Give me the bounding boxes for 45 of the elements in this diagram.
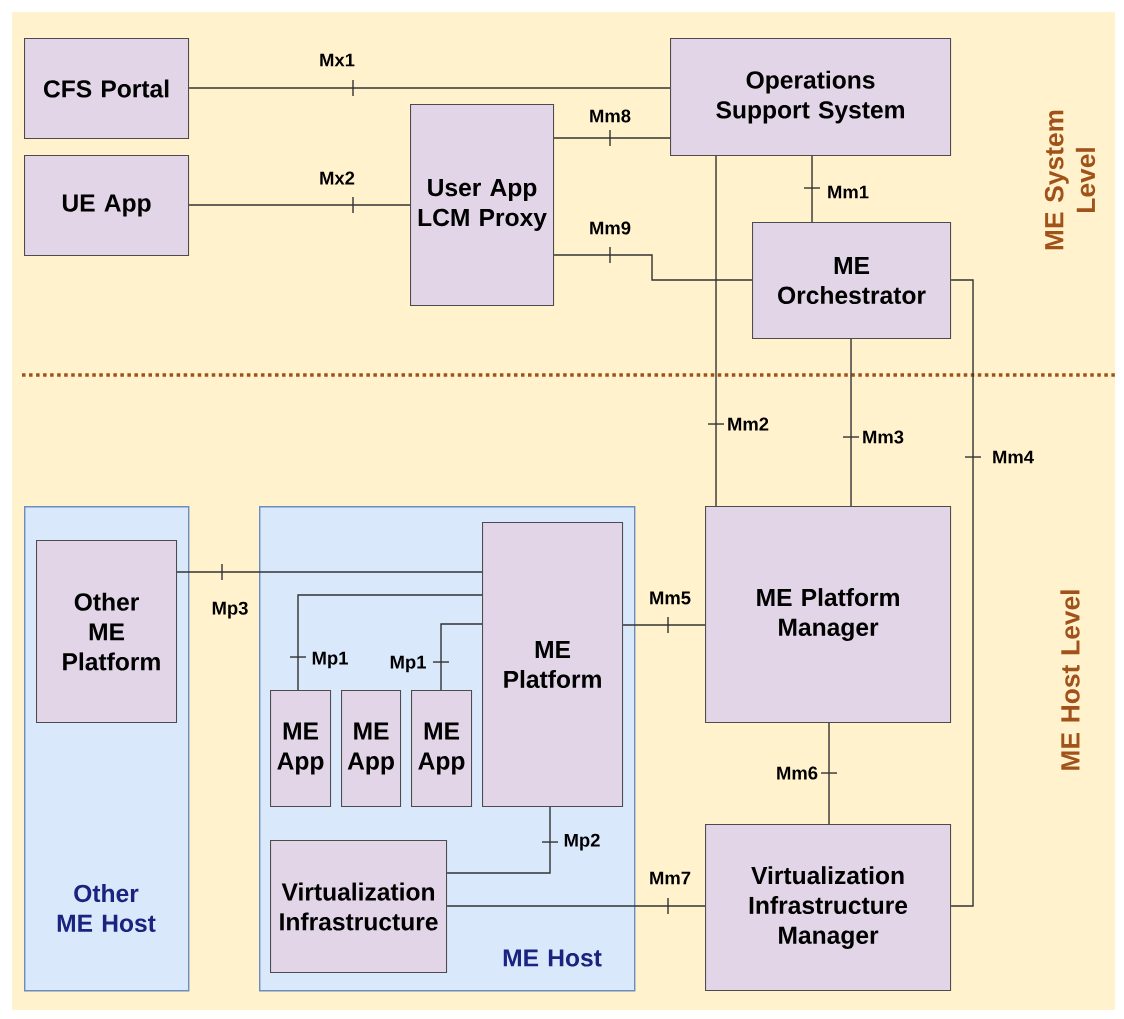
component-box: ME App xyxy=(411,690,473,808)
interface-label: Mm9 xyxy=(590,221,631,235)
component-box: ME Platform Manager xyxy=(705,506,952,724)
connector-line xyxy=(842,338,860,507)
connector-line xyxy=(289,594,483,691)
interface-label: Mp3 xyxy=(212,601,248,619)
connector-line xyxy=(432,623,483,691)
connector-line xyxy=(553,246,753,281)
level-label: ME System Level xyxy=(1044,110,1096,250)
component-box: Virtualization Infrastructure xyxy=(270,840,448,974)
component-box: ME App xyxy=(270,690,332,808)
connector-line xyxy=(176,563,483,581)
interface-label: Mp2 xyxy=(564,833,600,851)
connector-line xyxy=(188,79,671,97)
component-box: UE App xyxy=(24,155,190,257)
connector-line xyxy=(820,722,838,825)
connector-line xyxy=(622,616,706,634)
component-box: Other ME Platform xyxy=(36,540,178,724)
interface-label: Mm6 xyxy=(777,766,818,780)
connector-line xyxy=(446,806,559,874)
interface-label: Mp1 xyxy=(312,651,348,669)
interface-label: Mp1 xyxy=(390,655,426,673)
interface-label: Mm7 xyxy=(650,871,691,885)
connector-line xyxy=(553,129,671,147)
interface-label: Mx1 xyxy=(320,53,355,67)
connector-line xyxy=(803,155,821,223)
connector-line xyxy=(707,155,725,507)
component-box: Virtualization Infrastructure Manager xyxy=(705,824,952,992)
component-box: ME App xyxy=(341,690,402,808)
interface-label: Mm5 xyxy=(650,591,691,605)
interface-label: Mm2 xyxy=(728,417,769,431)
component-box: CFS Portal xyxy=(24,38,190,140)
interface-label: Mm1 xyxy=(828,185,869,199)
interface-label: Mm4 xyxy=(993,450,1034,464)
interface-label: Mm3 xyxy=(863,430,904,444)
component-box: ME Orchestrator xyxy=(752,222,952,340)
interface-label: Mm8 xyxy=(590,109,631,123)
interface-label: Mx2 xyxy=(320,171,355,185)
component-box: ME Platform xyxy=(482,522,624,808)
component-box: Operations Support System xyxy=(670,38,952,157)
component-box: User App LCM Proxy xyxy=(410,104,555,307)
level-label: ME Host Level xyxy=(1060,590,1080,770)
connector-line xyxy=(446,897,706,915)
connector-line xyxy=(188,196,411,214)
connector-line xyxy=(950,279,982,907)
